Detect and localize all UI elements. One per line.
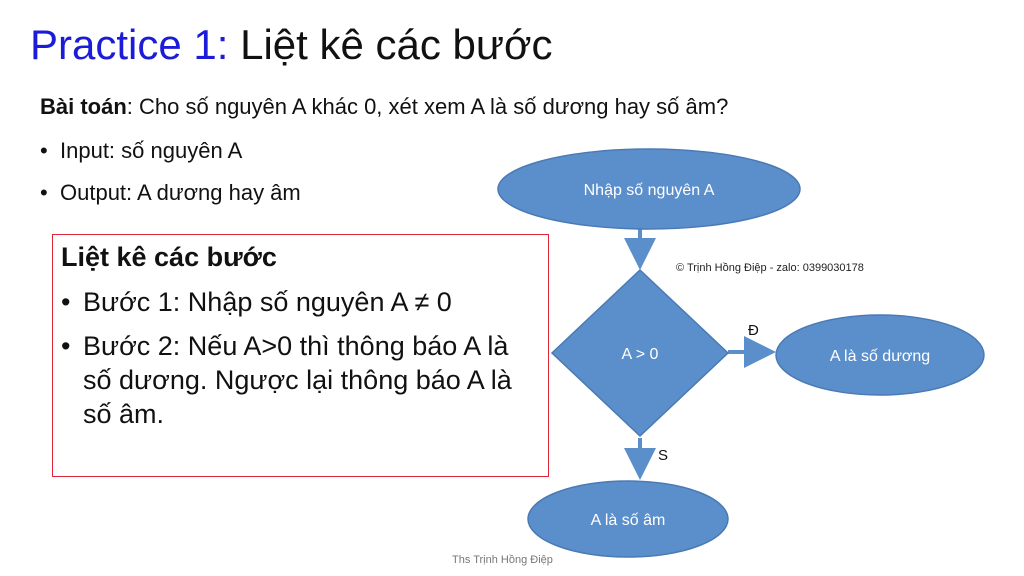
positive-result-node	[775, 314, 985, 396]
problem-statement: Bài toán: Cho số nguyên A khác 0, xét xe…	[40, 92, 728, 122]
output-bullet: Output: A dương hay âm	[40, 178, 301, 208]
decision-node-label: A > 0	[622, 346, 659, 363]
footer-author: Ths Trịnh Hồng Điệp	[452, 554, 553, 566]
steps-box: Liệt kê các bước Bước 1: Nhập số nguyên …	[52, 234, 549, 477]
steps-title: Liệt kê các bước	[61, 242, 277, 272]
problem-text: : Cho số nguyên A khác 0, xét xem A là s…	[126, 94, 729, 119]
step-2: Bước 2: Nếu A>0 thì thông báo A là số dư…	[61, 329, 541, 431]
input-node	[497, 148, 801, 230]
copyright-note: © Trịnh Hồng Điệp - zalo: 0399030178	[676, 262, 864, 274]
yes-branch-label: Đ	[748, 322, 759, 339]
io-list: Input: số nguyên A Output: A dương hay â…	[40, 136, 301, 220]
input-bullet: Input: số nguyên A	[40, 136, 301, 166]
negative-result-label: A là số âm	[591, 512, 666, 529]
input-node-label: Nhập số nguyên A	[584, 182, 715, 199]
negative-result-node	[527, 480, 729, 558]
decision-node	[550, 268, 730, 438]
steps-list: Bước 1: Nhập số nguyên A ≠ 0 Bước 2: Nếu…	[61, 285, 541, 441]
problem-label: Bài toán	[40, 94, 127, 119]
title-accent: Practice 1:	[30, 21, 229, 68]
slide-title: Practice 1: Liệt kê các bước	[30, 20, 553, 70]
step-1: Bước 1: Nhập số nguyên A ≠ 0	[61, 285, 541, 319]
title-rest: Liệt kê các bước	[240, 21, 553, 68]
positive-result-label: A là số dương	[830, 348, 930, 365]
no-branch-label: S	[658, 447, 668, 464]
